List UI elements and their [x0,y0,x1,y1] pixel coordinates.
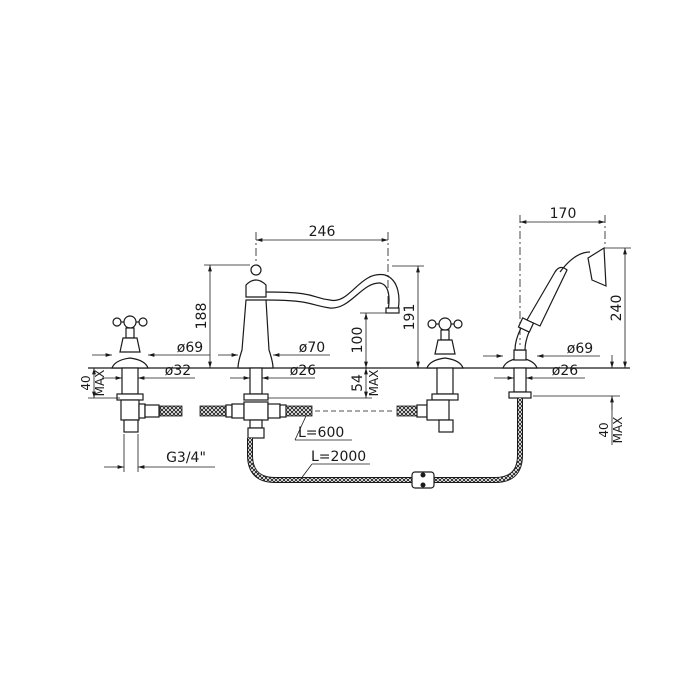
dim-center-deck: 54 [350,374,366,392]
dimensions: 246 170 188 191 100 54 MAX 240 40 MAX 40… [79,206,631,481]
dim-thread: G3/4" [166,450,206,466]
hose-connector [411,471,435,489]
dim-center-deck-label: MAX [367,370,381,397]
dim-outlet-height: 100 [350,327,366,354]
dim-left-rosette: ø69 [177,340,203,356]
dim-spout-height: 188 [194,303,210,330]
dim-shower-height: 240 [609,295,625,322]
dim-right-deck-label: MAX [611,417,625,444]
dim-shower-reach: 170 [550,206,577,222]
dim-left-deck: 40 [79,375,93,390]
left-valve [111,315,183,433]
dim-spout-base: ø70 [299,340,325,356]
dim-left-shank: ø32 [165,363,191,379]
dim-hose-short: L=600 [298,425,344,441]
dim-right-deck: 40 [597,422,611,437]
dim-shower-rosette: ø69 [567,341,593,357]
spout [237,264,400,401]
dim-shower-shank: ø26 [552,363,578,379]
hand-shower [247,246,607,489]
dim-center-shank: ø26 [290,363,316,379]
dim-total-height: 191 [402,304,418,331]
dim-left-deck-label: MAX [93,370,107,397]
dim-hose-shower: L=2000 [311,449,366,465]
dim-spout-reach: 246 [309,224,336,240]
manifold [199,401,428,439]
right-valve [426,317,464,433]
